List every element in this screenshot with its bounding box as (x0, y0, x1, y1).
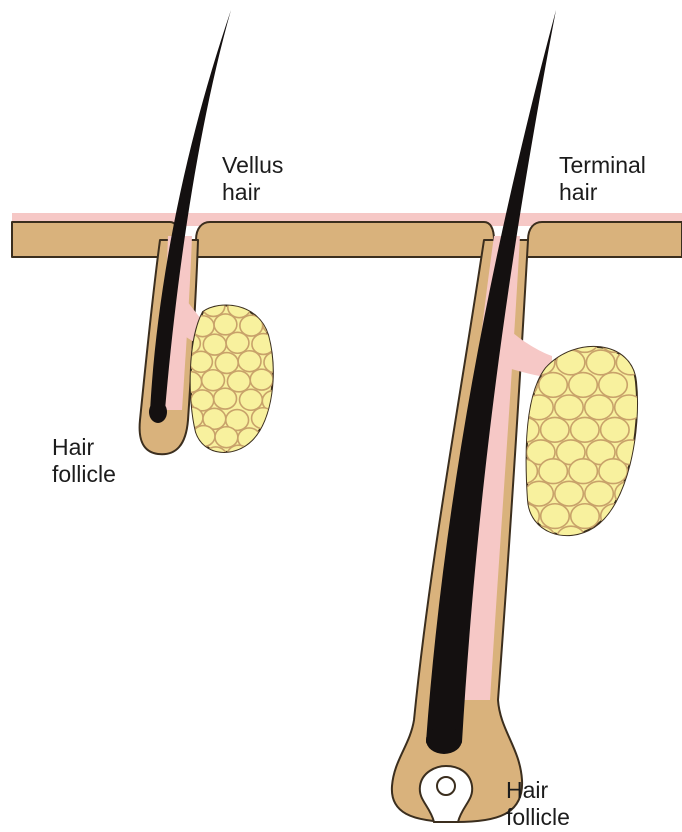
gland-cell (615, 395, 644, 420)
gland-cell (238, 351, 261, 372)
gland-cell (601, 417, 630, 442)
terminal-hair-label-line2: hair (559, 179, 646, 206)
gland-cell (250, 446, 273, 467)
terminal-follicle-label-line1: Hair (506, 777, 570, 804)
vellus-hair-label-line2: hair (222, 179, 283, 206)
gland-cell (214, 388, 237, 409)
vellus-hair-label: Vellus hair (222, 152, 283, 206)
gland-cell (226, 332, 249, 353)
gland-cell (557, 526, 586, 551)
gland-cell (617, 526, 646, 551)
gland-cell (540, 328, 569, 353)
gland-cell (541, 504, 570, 529)
vellus-follicle-label: Hair follicle (52, 434, 116, 488)
gland-cell (570, 328, 599, 353)
gland-cell (599, 459, 628, 484)
gland-cell (527, 526, 556, 551)
gland-cell (599, 373, 628, 398)
gland-cell (600, 328, 629, 353)
gland-cell (571, 504, 600, 529)
gland-cell (264, 426, 287, 447)
gland-cell (250, 369, 273, 390)
vellus-hair-bulb (149, 401, 167, 423)
gland-cell (190, 351, 213, 372)
terminal-hair-label: Terminal hair (559, 152, 646, 206)
vellus-follicle-label-line1: Hair (52, 434, 116, 461)
gland-cell (539, 459, 568, 484)
gland-cell (202, 370, 225, 391)
gland-cell (586, 350, 615, 375)
gland-cell (556, 350, 585, 375)
gland-cell (555, 481, 584, 506)
gland-cell (555, 395, 584, 420)
gland-cell (615, 481, 644, 506)
gland-cell (214, 314, 237, 335)
gland-cell (569, 459, 598, 484)
terminal-papilla-notch (437, 777, 455, 795)
gland-cell (541, 417, 570, 442)
gland-cell (585, 395, 614, 420)
gland-cell (539, 373, 568, 398)
gland-cell (251, 295, 274, 316)
gland-cell (178, 446, 201, 467)
vellus-follicle-label-line2: follicle (52, 461, 116, 488)
gland-cell (215, 427, 238, 448)
terminal-hair-bulb (426, 726, 462, 754)
gland-cell (202, 296, 225, 317)
dermis-band (12, 222, 682, 257)
gland-cell (525, 481, 554, 506)
gland-cell (227, 445, 250, 466)
gland-cell (601, 504, 630, 529)
gland-cell (585, 481, 614, 506)
gland-cell (204, 447, 227, 468)
gland-cell (192, 426, 215, 447)
terminal-follicle-label-line2: follicle (506, 804, 570, 831)
terminal-hair-label-line1: Terminal (559, 152, 646, 179)
terminal-follicle-label: Hair follicle (506, 777, 570, 831)
gland-cell (511, 504, 540, 529)
vellus-hair-label-line1: Vellus (222, 152, 283, 179)
gland-cell (240, 389, 263, 410)
gland-cell (571, 417, 600, 442)
gland-cell (263, 313, 286, 334)
gland-cell (569, 373, 598, 398)
